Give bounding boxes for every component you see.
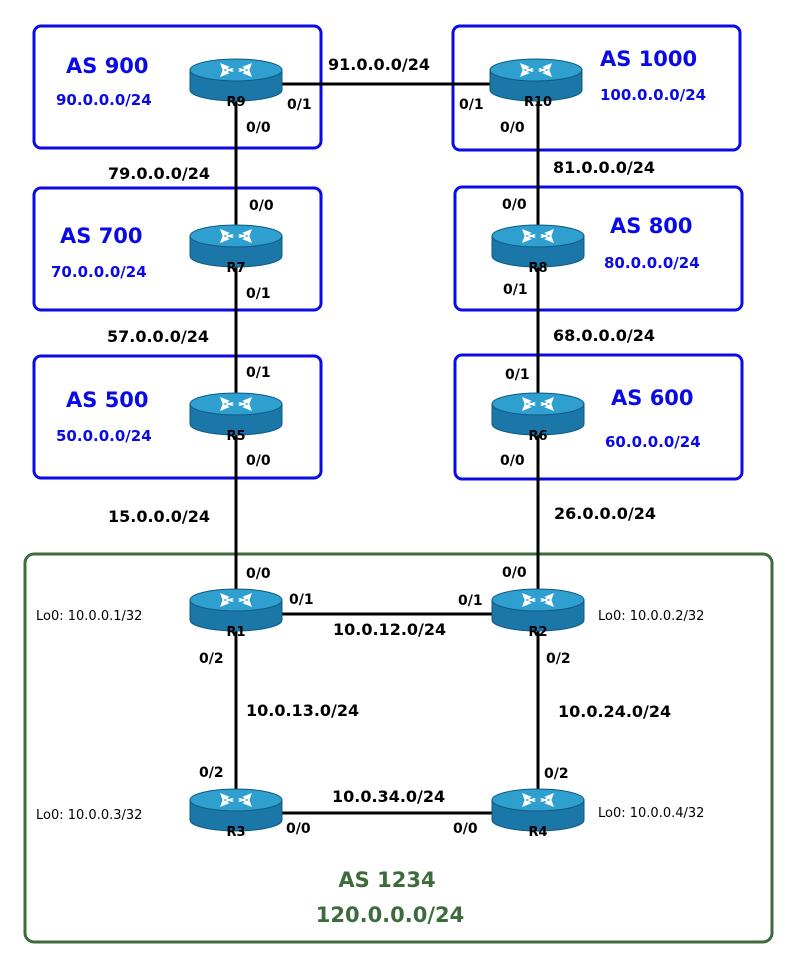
subnet-r9-r7: 79.0.0.0/24 <box>108 164 210 183</box>
subnet-r7-r5: 57.0.0.0/24 <box>107 327 209 346</box>
subnet-r1-r3: 10.0.13.0/24 <box>246 701 359 720</box>
if-r4-0-0: 0/0 <box>453 821 478 837</box>
if-r1-0-2: 0/2 <box>199 651 224 667</box>
as500-box <box>32 354 323 480</box>
router-label-R2: R2 <box>528 625 547 640</box>
subnet-r3-r4: 10.0.34.0/24 <box>332 787 445 806</box>
as1000-prefix: 100.0.0.0/24 <box>600 86 706 104</box>
if-r9-0-0: 0/0 <box>246 120 271 136</box>
as1000-box <box>451 24 742 152</box>
router-label-R3: R3 <box>226 825 245 840</box>
subnet-r8-r6: 68.0.0.0/24 <box>553 326 655 345</box>
loopback-R2: Lo0: 10.0.0.2/32 <box>598 609 704 624</box>
router-label-R6: R6 <box>528 429 547 444</box>
router-label-R4: R4 <box>528 825 547 840</box>
as500-prefix: 50.0.0.0/24 <box>56 427 152 445</box>
as800-prefix: 80.0.0.0/24 <box>604 254 700 272</box>
subnet-r10-r8: 81.0.0.0/24 <box>553 158 655 177</box>
as700-prefix: 70.0.0.0/24 <box>51 263 147 281</box>
as700-box <box>32 186 323 312</box>
if-r2-0-2: 0/2 <box>546 651 571 667</box>
if-r3-0-0: 0/0 <box>286 821 311 837</box>
if-r3-0-2: 0/2 <box>199 765 224 781</box>
if-r1-0-1: 0/1 <box>289 592 314 608</box>
as600-name: AS 600 <box>611 386 694 410</box>
if-r7-0-1: 0/1 <box>246 286 271 302</box>
loopback-R1: Lo0: 10.0.0.1/32 <box>36 609 142 624</box>
subnet-r2-r4: 10.0.24.0/24 <box>558 702 671 721</box>
subnet-r5-r1: 15.0.0.0/24 <box>108 507 210 526</box>
as800-name: AS 800 <box>610 214 693 238</box>
loopback-R4: Lo0: 10.0.0.4/32 <box>598 806 704 821</box>
router-label-R10: R10 <box>524 95 552 110</box>
router-label-R1: R1 <box>226 625 245 640</box>
as1234-name: AS 1234 <box>338 868 435 892</box>
if-r9-0-1: 0/1 <box>287 97 312 113</box>
as500-name: AS 500 <box>66 388 149 412</box>
as900-name: AS 900 <box>66 54 149 78</box>
as600-box <box>453 353 744 481</box>
links <box>234 82 540 815</box>
subnet-r1-r2: 10.0.12.0/24 <box>333 620 446 639</box>
if-r4-0-2: 0/2 <box>544 766 569 782</box>
as900-prefix: 90.0.0.0/24 <box>56 91 152 109</box>
router-label-R8: R8 <box>528 261 547 276</box>
as800-box <box>453 185 744 312</box>
if-r5-0-0: 0/0 <box>246 453 271 469</box>
if-r8-0-0: 0/0 <box>502 197 527 213</box>
router-label-R7: R7 <box>226 261 245 276</box>
as1234-prefix: 120.0.0.0/24 <box>316 903 465 927</box>
subnet-r6-r2: 26.0.0.0/24 <box>554 504 656 523</box>
as1234-box <box>23 552 774 944</box>
if-r8-0-1: 0/1 <box>503 282 528 298</box>
if-r6-0-1: 0/1 <box>505 367 530 383</box>
router-label-R5: R5 <box>226 429 245 444</box>
subnet-r9-r10: 91.0.0.0/24 <box>328 55 430 74</box>
if-r7-0-0: 0/0 <box>249 198 274 214</box>
if-r10-0-1: 0/1 <box>459 97 484 113</box>
as700-name: AS 700 <box>60 224 143 248</box>
if-r10-0-0: 0/0 <box>500 120 525 136</box>
as1000-name: AS 1000 <box>600 47 697 71</box>
if-r2-0-0: 0/0 <box>502 565 527 581</box>
router-label-R9: R9 <box>226 95 245 110</box>
as900-box <box>32 24 323 150</box>
as600-prefix: 60.0.0.0/24 <box>605 433 701 451</box>
if-r2-0-1: 0/1 <box>458 593 483 609</box>
loopback-R3: Lo0: 10.0.0.3/32 <box>36 808 142 823</box>
if-r6-0-0: 0/0 <box>500 453 525 469</box>
if-r5-0-1: 0/1 <box>246 365 271 381</box>
if-r1-0-0: 0/0 <box>246 566 271 582</box>
